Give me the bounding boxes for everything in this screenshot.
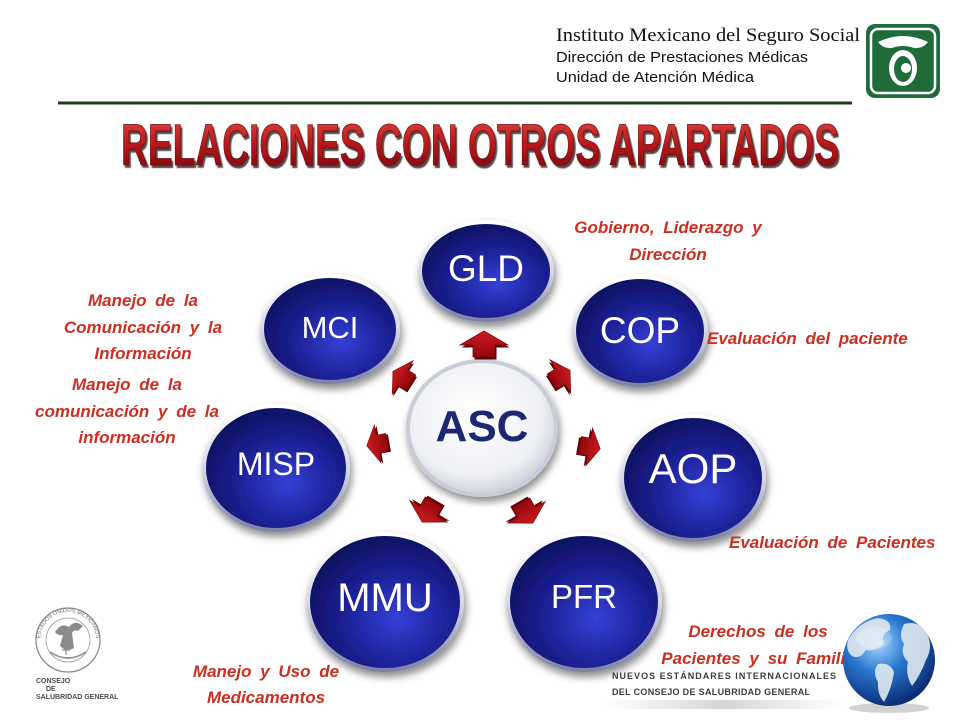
node-mmu-label: MMU	[337, 576, 433, 620]
description-pfr-line-1: Derechos de los	[688, 622, 827, 641]
node-cop: COP	[572, 275, 708, 387]
node-aop: AOP	[620, 414, 766, 542]
globe-shadow	[849, 703, 929, 713]
description-gld-line-2: Dirección	[629, 245, 706, 264]
globe-highlight	[856, 627, 892, 649]
slide-title: RELACIONES CON OTROS APARTADOS	[121, 113, 839, 178]
arrow-to-aop	[574, 425, 604, 469]
description-aop-line-1: Evaluación de Pacientes	[729, 533, 935, 552]
description-misp-line-2: comunicación y de la	[35, 402, 219, 421]
description-mmu-line-2: Medicamentos	[207, 688, 325, 707]
continent-europe-africa	[901, 623, 930, 686]
eagle-icon	[55, 622, 83, 651]
footer-banner-line-1: NUEVOS ESTÁNDARES INTERNACIONALES	[612, 671, 836, 681]
csg-line-3: SALUBRIDAD GENERAL	[36, 694, 119, 701]
csg-seal-inner-ring	[45, 617, 91, 663]
direction-name: Dirección de Prestaciones Médicas	[556, 49, 808, 66]
footer-banner-line-2: DEL CONSEJO DE SALUBRIDAD GENERAL	[612, 687, 811, 697]
node-gld-circle	[418, 220, 554, 322]
description-mmu: Manejo y Uso de Medicamentos	[193, 662, 339, 707]
node-pfr: PFR	[506, 532, 662, 672]
imss-logo-wings	[878, 36, 928, 49]
node-cop-circle	[572, 275, 708, 387]
node-aop-circle	[620, 414, 766, 542]
description-mci: Manejo de la Comunicación y la Informaci…	[64, 291, 222, 363]
node-pfr-circle	[506, 532, 662, 672]
continent-south-america	[875, 663, 894, 702]
description-mmu-line-1: Manejo y Uso de	[193, 662, 339, 681]
continent-north-america	[847, 618, 891, 658]
center-node-circle	[406, 359, 558, 497]
node-mci-label: MCI	[302, 310, 359, 345]
description-pfr-line-2: Pacientes y su Familia	[661, 649, 854, 668]
diagram-nodes: GLD COP MCI AOP MISP MMU PFR	[202, 220, 766, 672]
csg-line-2: DE	[46, 686, 56, 693]
institution-name: Instituto Mexicano del Seguro Social	[556, 25, 860, 46]
node-mmu-circle	[306, 532, 464, 672]
arrow-to-misp	[363, 422, 393, 466]
footer-banner: NUEVOS ESTÁNDARES INTERNACIONALES DEL CO…	[605, 671, 843, 709]
description-pfr: Derechos de los Pacientes y su Familia	[661, 622, 854, 668]
header: Instituto Mexicano del Seguro Social Dir…	[58, 24, 940, 105]
slide-title-shadow: RELACIONES CON OTROS APARTADOS	[123, 116, 841, 181]
node-mci-circle	[260, 274, 400, 384]
csg-seal-wreath	[49, 651, 87, 659]
description-mci-line-1: Manejo de la	[88, 291, 198, 310]
imss-logo-icon	[866, 24, 940, 98]
cactus-icon	[62, 646, 70, 655]
description-gld-line-1: Gobierno, Liderazgo y	[574, 218, 763, 237]
csg-line-1: CONSEJO	[36, 678, 71, 685]
description-misp: Manejo de la comunicación y de la inform…	[35, 375, 219, 447]
description-gld: Gobierno, Liderazgo y Dirección	[574, 218, 763, 264]
node-cop-label: COP	[600, 310, 680, 351]
node-misp: MISP	[202, 404, 350, 532]
node-aop-label: AOP	[649, 445, 738, 492]
slide-title-group: RELACIONES CON OTROS APARTADOS RELACIONE…	[121, 113, 841, 181]
node-mmu: MMU	[306, 532, 464, 672]
center-node: ASC	[406, 359, 558, 497]
description-aop: Evaluación de Pacientes	[729, 533, 935, 552]
center-node-label: ASC	[436, 402, 529, 451]
description-cop: Evaluación del paciente	[707, 329, 908, 348]
node-misp-label: MISP	[237, 446, 315, 482]
arrow-to-gld	[459, 330, 510, 360]
csg-logo: ESTADOS UNIDOS MEXICANOS CONSEJO DE SALU…	[35, 607, 119, 701]
node-gld: GLD	[418, 220, 554, 322]
description-cop-line-1: Evaluación del paciente	[707, 329, 908, 348]
imss-logo-frame	[869, 27, 937, 95]
description-mci-line-2: Comunicación y la	[64, 318, 222, 337]
arrow-to-mmu	[402, 489, 455, 534]
node-mci: MCI	[260, 274, 400, 384]
imss-logo-child	[901, 63, 911, 73]
description-misp-line-3: información	[78, 428, 175, 447]
arrow-to-pfr	[500, 490, 553, 535]
description-misp-line-1: Manejo de la	[72, 375, 182, 394]
description-mci-line-3: Información	[94, 344, 191, 363]
node-misp-circle	[202, 404, 350, 532]
globe-icon	[843, 614, 935, 713]
unit-name: Unidad de Atención Médica	[556, 69, 755, 86]
block-arrow-icon	[459, 330, 509, 358]
node-pfr-label: PFR	[551, 578, 617, 615]
footer-banner-bar	[605, 700, 843, 709]
node-gld-label: GLD	[448, 248, 524, 289]
globe-continents	[847, 618, 930, 702]
